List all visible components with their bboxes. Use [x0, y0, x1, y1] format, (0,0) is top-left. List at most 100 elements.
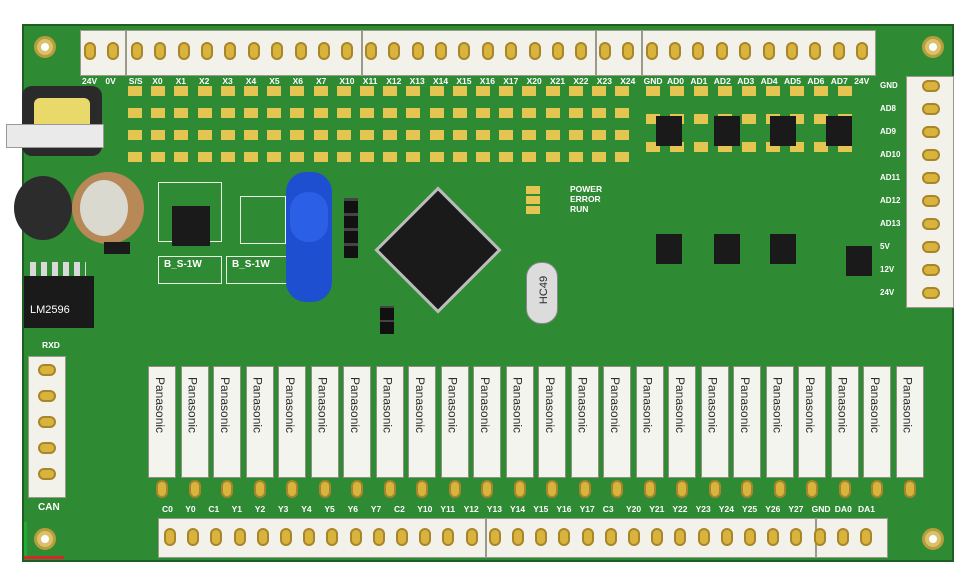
- input-pad: [128, 108, 142, 118]
- relay-pin: [448, 480, 461, 498]
- relay-pin: [903, 480, 916, 498]
- top-label: X16: [479, 76, 495, 86]
- bottom-pin: [465, 528, 478, 546]
- analog-chip-1: [656, 116, 682, 146]
- top-label: X14: [433, 76, 449, 86]
- input-pad: [336, 108, 351, 118]
- input-pad: [406, 152, 421, 162]
- lm2596-regulator: [24, 276, 94, 328]
- input-pad: [615, 108, 630, 118]
- crystal-hc49: [526, 262, 558, 324]
- status-label: POWER: [570, 184, 603, 194]
- relay-pin: [156, 480, 168, 498]
- input-pad: [615, 152, 630, 162]
- relay: Panasonic: [278, 366, 306, 478]
- relay-pin: [188, 480, 201, 498]
- relay-pin: [871, 480, 883, 498]
- left-pin: [38, 390, 56, 402]
- top-label: X1: [175, 76, 186, 86]
- mount-hole-tl: [34, 36, 56, 58]
- top-pin: [575, 42, 588, 60]
- input-pad: [592, 130, 606, 140]
- input-pad: [290, 152, 305, 162]
- analog-pad: [646, 86, 660, 96]
- analog-pad: [742, 114, 756, 124]
- can-label: CAN: [38, 502, 60, 513]
- analog-pad: [670, 86, 684, 96]
- input-pad: [128, 130, 142, 140]
- top-pin: [435, 42, 447, 60]
- relay: Panasonic: [830, 366, 859, 478]
- input-pad: [313, 152, 328, 162]
- analog-pad: [718, 86, 732, 96]
- relay: Panasonic: [505, 366, 534, 478]
- top-label: X23: [596, 76, 612, 86]
- pin-header-2: [380, 306, 394, 334]
- left-pin: [38, 442, 56, 454]
- top-pin: [411, 42, 424, 60]
- bottom-terminal-block-3: [816, 518, 888, 558]
- top-pin: [271, 42, 284, 60]
- axis-indicator-x: [24, 556, 64, 559]
- input-pad: [499, 108, 514, 118]
- relay: Panasonic: [343, 366, 371, 478]
- input-pad: [151, 152, 166, 162]
- top-label: X21: [550, 76, 566, 86]
- bottom-pin: [790, 528, 803, 546]
- input-pad: [360, 108, 374, 118]
- input-pad: [244, 152, 258, 162]
- relay: Panasonic: [668, 366, 696, 478]
- right-label: AD11: [880, 173, 901, 182]
- top-pin: [598, 42, 611, 60]
- relay: Panasonic: [148, 366, 176, 478]
- analog-pad: [718, 142, 732, 152]
- analog-pad: [646, 142, 660, 152]
- bottom-pin: [349, 528, 362, 546]
- relay-pin: [773, 480, 786, 498]
- top-pin: [458, 42, 471, 60]
- analog-pad: [814, 86, 828, 96]
- top-pin: [832, 42, 845, 60]
- relay-pin: [351, 480, 363, 498]
- top-pin: [154, 42, 167, 60]
- bottom-pin: [674, 528, 687, 546]
- relay-brand: Panasonic: [348, 377, 362, 434]
- bottom-label: C2: [394, 504, 405, 514]
- left-pin: [38, 364, 56, 376]
- relay-pin: [806, 480, 818, 498]
- bottom-pin: [419, 528, 432, 546]
- input-pad: [174, 86, 189, 96]
- relay: Panasonic: [213, 366, 241, 478]
- relay-brand: Panasonic: [510, 377, 525, 434]
- input-pad: [522, 86, 537, 96]
- analog-pad: [646, 114, 660, 124]
- relay-pin: [578, 480, 591, 498]
- mount-hole-tr: [922, 36, 944, 58]
- input-pad: [220, 152, 235, 162]
- relay: Panasonic: [700, 366, 729, 478]
- top-label: X24: [620, 76, 636, 86]
- top-pin: [201, 42, 213, 60]
- bottom-label: Y20: [626, 504, 642, 514]
- relay-brand: Panasonic: [673, 377, 687, 434]
- right-pin: [922, 172, 940, 184]
- relay-pin: [318, 480, 331, 498]
- input-pad: [429, 86, 444, 96]
- relay-brand: Panasonic: [803, 377, 817, 434]
- right-label: AD9: [880, 127, 897, 136]
- relay-brand: Panasonic: [153, 377, 167, 434]
- bottom-pin: [164, 528, 176, 546]
- bottom-label: Y23: [695, 504, 711, 514]
- input-pad: [174, 130, 189, 140]
- input-pad: [267, 108, 282, 118]
- bottom-pin: [813, 528, 826, 546]
- relay-brand: Panasonic: [413, 377, 427, 434]
- analog-chip-7: [770, 234, 796, 264]
- relay: Panasonic: [408, 366, 436, 478]
- module-label-2: B_S-1W: [232, 259, 270, 270]
- analog-pad: [838, 86, 852, 96]
- top-label: AD4: [760, 76, 778, 86]
- bottom-pin: [581, 528, 594, 546]
- top-pin: [107, 42, 120, 60]
- top-label: X15: [456, 76, 472, 86]
